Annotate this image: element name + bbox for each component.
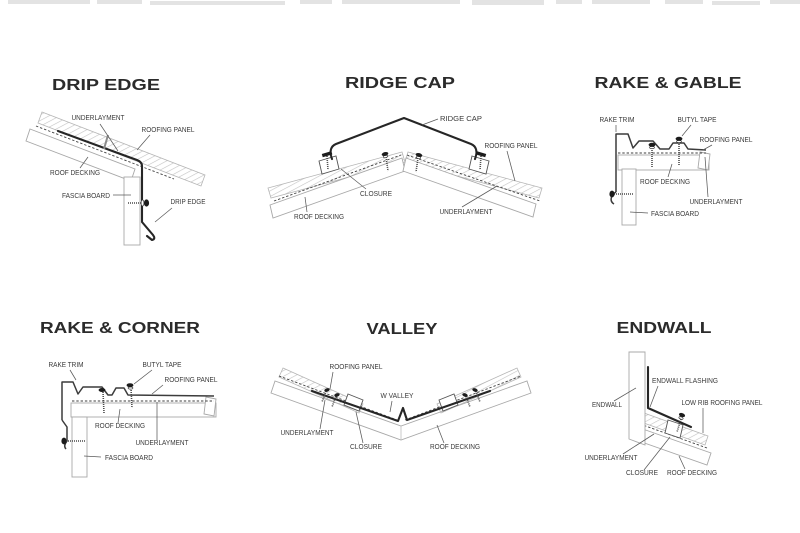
label-underlayment: UNDERLAYMENT (440, 209, 494, 216)
drip-edge-flashing-shape (56, 129, 156, 242)
drip-edge-screw-head (143, 199, 150, 207)
diagram-ridge-cap: RIDGE CAP RIDGE CAP ROOFING PANEL CLOSUR… (267, 75, 543, 221)
label-fascia-board: FASCIA BOARD (62, 193, 110, 200)
label-closure: CLOSURE (360, 191, 392, 198)
diagram-rake-and-corner: RAKE & CORNER RAKE TRIM BUTYL TAPE ROOFI… (40, 320, 218, 478)
rake-gable-fascia-screw-head (609, 190, 615, 198)
label-rake-trim: RAKE TRIM (600, 117, 635, 124)
valley-w-flashing-shape (310, 389, 492, 423)
ridge-cap-left-underlayment-line (273, 154, 402, 202)
label-roofing-panel: ROOFING PANEL (142, 127, 195, 134)
label-fascia-board: FASCIA BOARD (105, 455, 153, 462)
ridge-cap-flashing-shape (329, 116, 478, 161)
ridge-cap-left-closure-shape (318, 155, 340, 175)
rake-gable-roof-decking-shape (617, 154, 710, 171)
valley-right-screw1-head (472, 388, 478, 392)
ridge-cap-right-closure-screw-head (475, 151, 487, 158)
label-underlayment: UNDERLAYMENT (72, 115, 126, 122)
label-fascia-board: FASCIA BOARD (651, 211, 699, 218)
rake-gable-underlayment-flap (697, 151, 711, 171)
label-roofing-panel: ROOFING PANEL (700, 137, 753, 144)
rake-gable-trim-and-panel-shape (615, 133, 707, 192)
drip-edge-roofing-panel-shape (37, 111, 206, 187)
endwall-screw-washer (678, 416, 684, 420)
rake-corner-trim-leg-shape (61, 419, 68, 450)
rake-gable-screw1-head (648, 142, 656, 147)
label-low-rib-roofing-panel: LOW RIB ROOFING PANEL (682, 400, 763, 407)
drip-edge-fascia-board-shape (123, 176, 141, 246)
label-roof-decking: ROOF DECKING (640, 179, 690, 186)
rake-corner-screw2-shank (130, 387, 133, 409)
ridge-cap-right-closure-screw-shank (479, 155, 482, 171)
label-roofing-panel: ROOFING PANEL (165, 377, 218, 384)
label-underlayment: UNDERLAYMENT (281, 430, 335, 437)
ridge-cap-right-panel-screw-head (415, 152, 423, 158)
label-roof-decking: ROOF DECKING (430, 444, 480, 451)
diagram-valley: VALLEY ROOFING PANEL W VALLEY UNDERLAYME… (270, 321, 532, 451)
ridge-cap-left-panel-screw-head (381, 151, 389, 157)
valley-right-underlayment-line (404, 375, 522, 421)
label-roofing-panel: ROOFING PANEL (485, 143, 538, 150)
drip-edge-panel-fastener (103, 134, 109, 150)
label-roof-decking: ROOF DECKING (95, 423, 145, 430)
label-roof-decking: ROOF DECKING (294, 214, 344, 221)
ridge-cap-left-panel-screw-shank (385, 156, 389, 172)
ridge-cap-left-panel-shape (267, 151, 406, 199)
ridge-cap-right-panel-screw-shank (415, 157, 419, 173)
rake-corner-fascia-screw-head (61, 437, 67, 445)
rake-corner-screw2-head (126, 383, 134, 388)
label-endwall: ENDWALL (592, 402, 622, 409)
label-ridge-cap: RIDGE CAP (440, 116, 482, 123)
valley-left-screw1-head (324, 388, 330, 392)
ridge-cap-left-closure-screw-shank (326, 155, 329, 171)
label-underlayment: UNDERLAYMENT (690, 199, 744, 206)
endwall-screw-head (678, 412, 686, 418)
label-underlayment: UNDERLAYMENT (585, 455, 639, 462)
drip-edge-underlayment-line (35, 125, 175, 180)
rake-gable-trim-hem-curl (610, 191, 617, 205)
label-w-valley: W VALLEY (381, 393, 414, 400)
rake-gable-fascia-board-shape (621, 168, 637, 226)
label-butyl-tape: BUTYL TAPE (143, 362, 182, 369)
diagram-rake-and-gable: RAKE & GABLE RAKE TRIM BUTYL TAPE ROOFIN… (595, 75, 753, 226)
label-endwall-flashing: ENDWALL FLASHING (652, 378, 718, 385)
rake-and-corner-title: RAKE & CORNER (40, 320, 201, 337)
cropped-text-artifact (8, 0, 800, 5)
ridge-cap-right-underlayment-line (406, 154, 541, 202)
ridge-cap-title: RIDGE CAP (345, 75, 455, 92)
valley-right-screw2-head (462, 393, 468, 397)
endwall-wall-shape (628, 351, 646, 446)
endwall-screw-shank (676, 418, 682, 433)
ridge-cap-left-closure-screw-head (321, 151, 333, 158)
rake-corner-trim-and-panel-shape (61, 381, 215, 420)
valley-title: VALLEY (367, 321, 438, 338)
label-butyl-tape: BUTYL TAPE (678, 117, 717, 124)
endwall-flashing-shape (646, 365, 693, 429)
rake-corner-screw1-shank (102, 391, 105, 414)
rake-corner-fascia-board-shape (71, 416, 88, 478)
endwall-closure-shape (664, 419, 684, 439)
drip-edge-title: DRIP EDGE (52, 77, 160, 94)
ridge-cap-right-closure-shape (468, 155, 490, 175)
rake-and-gable-title: RAKE & GABLE (595, 75, 742, 92)
rake-corner-screw1-head (98, 388, 106, 392)
label-drip-edge: DRIP EDGE (171, 199, 206, 206)
label-closure: CLOSURE (350, 444, 382, 451)
diagram-drip-edge: DRIP EDGE UNDERLAYMENT ROOFING PANEL ROO… (25, 77, 206, 246)
valley-left-underlayment-line (278, 375, 398, 421)
valley-left-screw2-head (334, 393, 340, 397)
label-roofing-panel: ROOFING PANEL (330, 364, 383, 371)
endwall-title: ENDWALL (617, 320, 712, 337)
diagram-endwall: ENDWALL ENDWALL ENDWALL FLASHING LOW RIB… (585, 320, 763, 477)
rake-corner-roof-decking-shape (70, 402, 217, 418)
label-roof-decking: ROOF DECKING (50, 170, 100, 177)
rake-gable-screw2-head (675, 136, 683, 141)
rake-corner-screw2-washer (127, 386, 134, 390)
label-roof-decking: ROOF DECKING (667, 470, 717, 477)
rake-corner-underlayment-flap (203, 396, 217, 417)
label-underlayment: UNDERLAYMENT (136, 440, 190, 447)
label-rake-trim: RAKE TRIM (49, 362, 84, 369)
drip-edge-screw-washer (140, 199, 145, 207)
label-closure: CLOSURE (626, 470, 658, 477)
